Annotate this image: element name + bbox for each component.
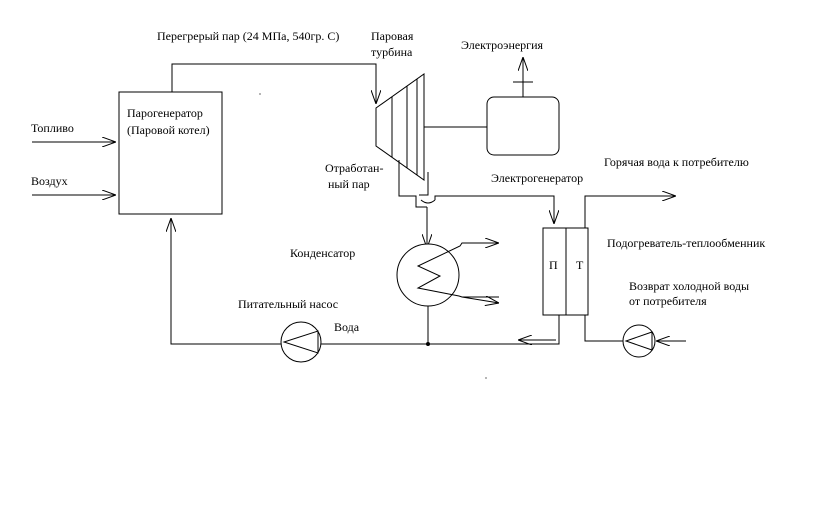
steam-generator-box [118, 91, 223, 215]
feedwater-line [321, 315, 560, 345]
feed-pump [280, 321, 322, 363]
stray-dot [485, 377, 487, 379]
turbine-sublabel: турбина [371, 45, 413, 59]
return-pump [622, 324, 656, 358]
steam-turbine [375, 73, 425, 181]
exhaust-pipe-inner [419, 172, 429, 196]
pipe-crossover [420, 199, 436, 204]
steam-to-heater-line [434, 195, 554, 224]
air-label: Воздух [31, 174, 68, 188]
electric-generator-label: Электрогенератор [491, 171, 583, 185]
electric-generator [486, 96, 560, 156]
return-pump-triangle [624, 331, 653, 351]
cold-return-label: Возврат холодной воды [629, 279, 749, 293]
stray-dot [259, 93, 261, 95]
feed-to-boiler-line [171, 218, 281, 345]
cooling-water-out-arrow [461, 297, 499, 303]
exhaust-steam-line-left [398, 160, 427, 208]
exhaust-steam-label: Отработан- [325, 161, 383, 175]
heater-T-label: Т [576, 258, 584, 272]
electric-energy-label: Электроэнергия [461, 38, 544, 52]
turbine-label: Паровая [371, 29, 414, 43]
steam-supply-line [171, 63, 376, 104]
feed-pump-label: Питательный насос [238, 297, 338, 311]
heater-label: Подогреватель-теплообменник [607, 236, 765, 250]
return-to-heater-line [584, 315, 623, 342]
hot-water-label: Горячая вода к потребителю [604, 155, 749, 169]
condenser-label: Конденсатор [290, 246, 355, 260]
heater-P-label: П [549, 258, 558, 272]
cooling-coil [416, 242, 499, 298]
water-label: Вода [334, 320, 360, 334]
cold-return-sublabel: от потребителя [629, 294, 707, 308]
junction-dot [426, 342, 430, 346]
condenser [396, 243, 460, 307]
feed-pump-triangle [282, 330, 319, 354]
superheated-steam-label: Перегрерый пар (24 МПа, 540гр. С) [157, 29, 339, 43]
hot-water-arrow [584, 196, 676, 228]
fuel-label: Топливо [31, 121, 74, 135]
exhaust-steam-sublabel: ный пар [328, 177, 370, 191]
steam-generator-sublabel: (Паровой котел) [127, 123, 210, 137]
steam-generator-label: Парогенератор [127, 106, 203, 120]
